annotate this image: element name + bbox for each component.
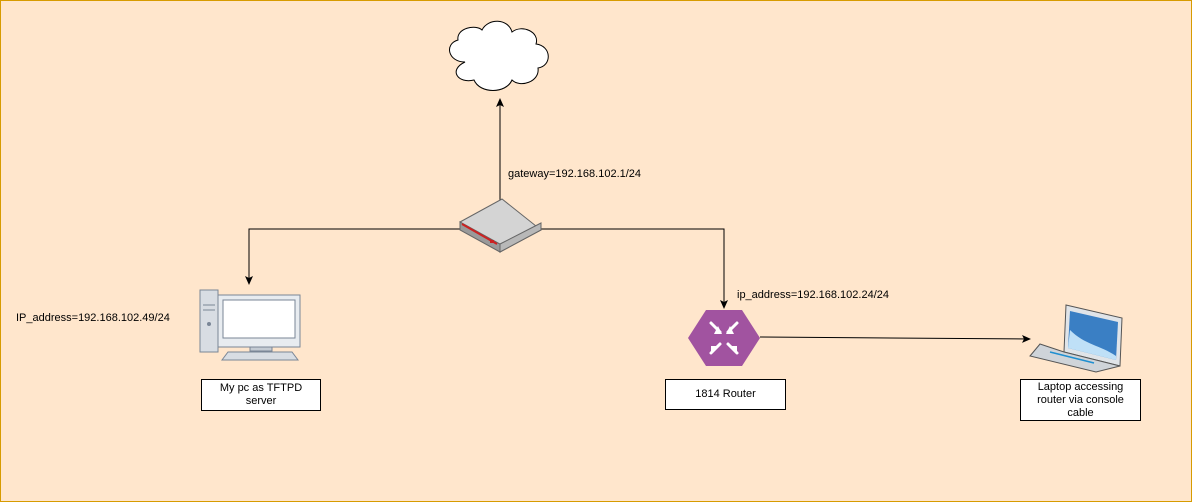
router-icon: [688, 310, 760, 366]
gateway-to-router-connector: [538, 228, 728, 309]
desktop-computer-icon: [199, 289, 301, 361]
cloud-icon: [449, 20, 549, 91]
router-address-label: ip_address=192.168.102.24/24: [737, 289, 889, 301]
pc-node-label: My pc as TFTPD server: [201, 379, 321, 411]
laptop-node-label: Laptop accessing router via console cabl…: [1020, 379, 1141, 421]
laptop-icon: [1029, 304, 1123, 373]
gateway-address-label: gateway=192.168.102.1/24: [508, 168, 642, 180]
gateway-to-pc-connector: [245, 228, 463, 285]
network-appliance-icon: [459, 198, 542, 253]
router-node-label: 1814 Router: [665, 379, 786, 410]
router-to-laptop-connector: [759, 334, 1031, 343]
pc-address-label: IP_address=192.168.102.49/24: [16, 312, 170, 324]
